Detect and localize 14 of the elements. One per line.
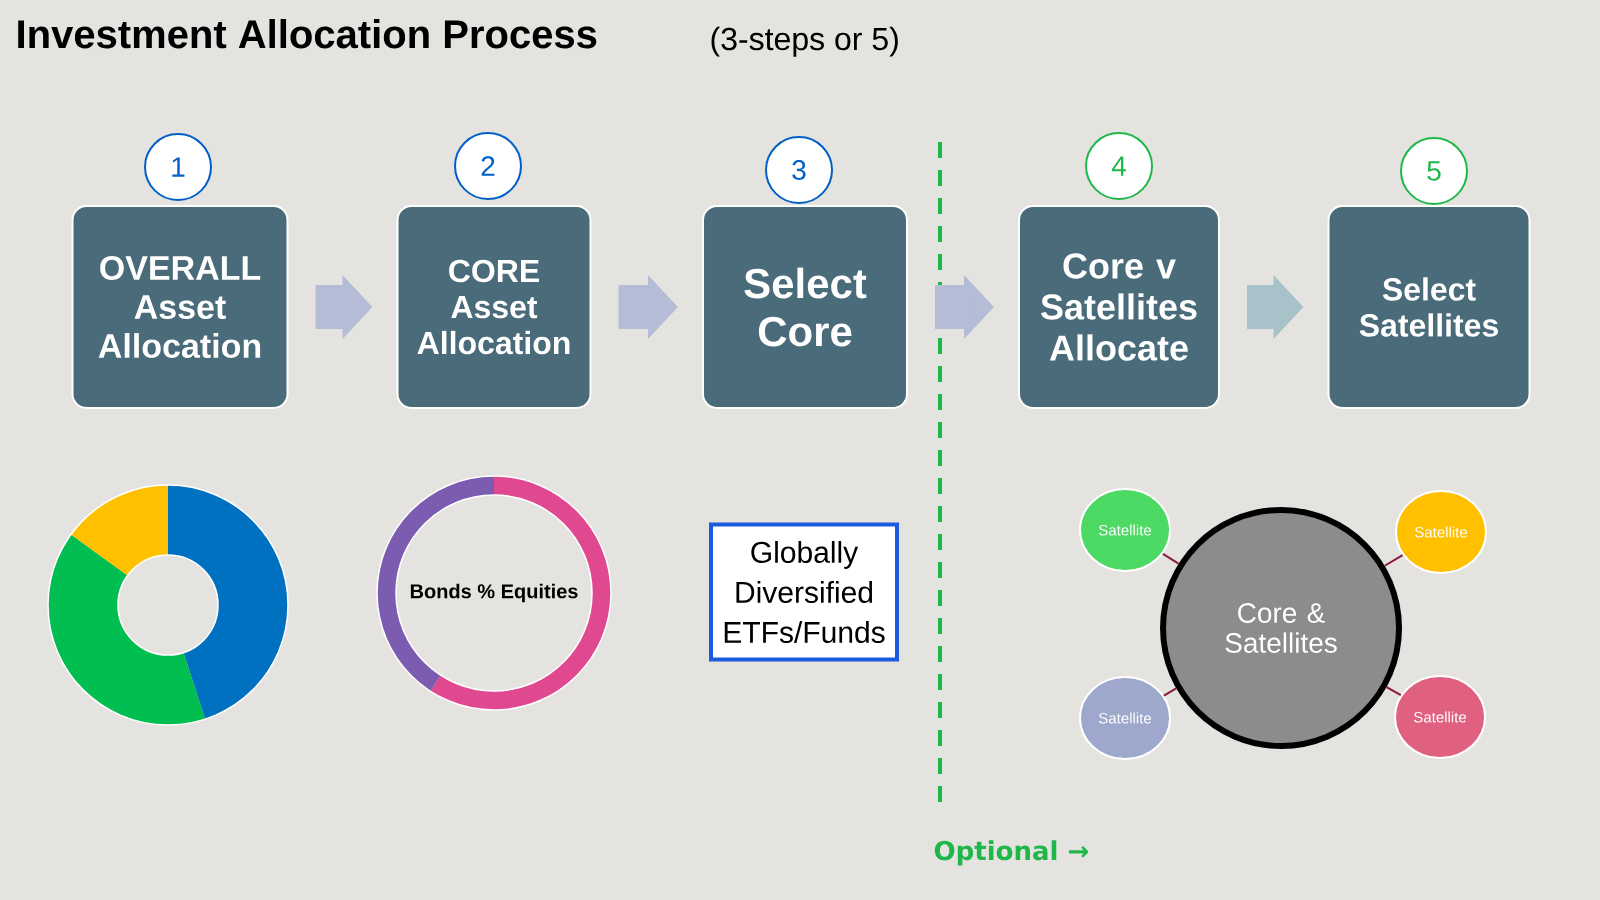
step-box: Core v Satellites Allocate <box>1018 205 1220 409</box>
connector-line <box>1162 687 1178 697</box>
title: Investment Allocation Process <box>18 19 597 49</box>
connector-line <box>1161 552 1180 565</box>
step-box: Select Core <box>702 205 908 409</box>
step-box: Select Satellites <box>1327 205 1531 409</box>
step-box: CORE Asset Allocation <box>396 205 592 409</box>
step-box: OVERALL Asset Allocation <box>71 205 289 409</box>
note-label: Optional → <box>934 840 1088 866</box>
subtitle: (3-steps or 5) <box>711 26 898 57</box>
text-box: Globally Diversified ETFs/Funds <box>709 522 899 662</box>
connector-line <box>1385 686 1402 697</box>
connector-line <box>1383 554 1404 567</box>
donut-chart: Bonds % Equities <box>376 475 612 711</box>
